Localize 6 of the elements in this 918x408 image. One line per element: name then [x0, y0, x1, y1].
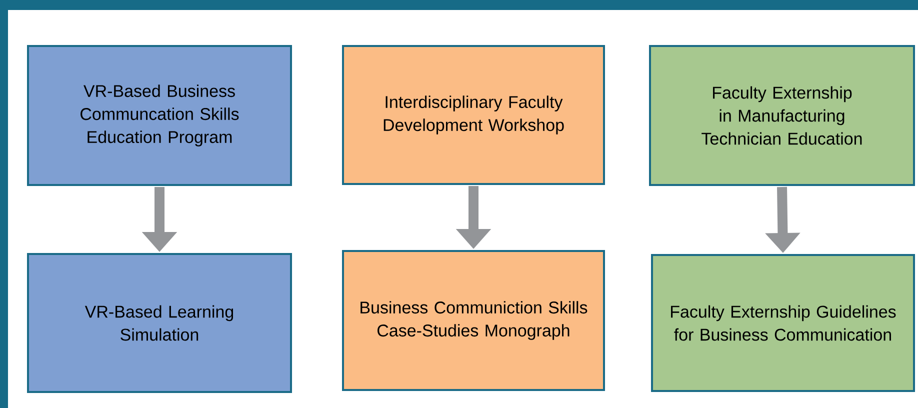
process-box: Faculty Externship in Manufacturing Technician Education [649, 45, 915, 186]
process-box: Faculty Externship Guidelines for Business Communication [651, 254, 915, 392]
process-box: Interdisciplinary Faculty Development Workshop [342, 45, 605, 185]
process-box: VR-Based Learning Simulation [27, 253, 292, 393]
process-box: VR-Based Business Communcation Skills Education Program [27, 45, 292, 186]
process-box: Business Communiction Skills Case-Studies Monograph [342, 250, 605, 391]
